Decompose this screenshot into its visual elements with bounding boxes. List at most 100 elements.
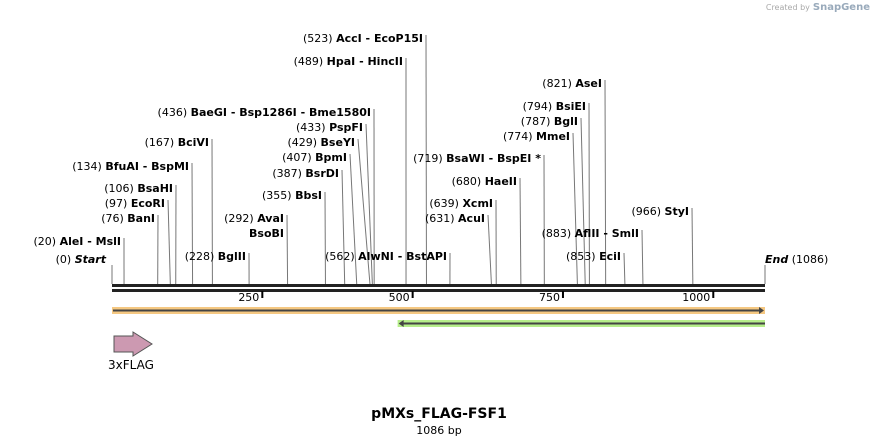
- enzyme-label: (639) XcmI: [429, 197, 493, 210]
- scale-tick-label: 1000: [682, 291, 710, 304]
- cut-site-line: [572, 132, 578, 285]
- enzyme-site: (97) EcoRI: [105, 197, 171, 285]
- enzyme-site: (429) BseYI: [287, 136, 371, 285]
- enzyme-position: (639): [429, 197, 462, 210]
- enzyme-label: (355) BbsI: [262, 189, 322, 202]
- enzyme-label: (719) BsaWI - BspEI *: [413, 152, 541, 165]
- enzyme-site: (794) BsiEI: [523, 100, 590, 285]
- enzyme-name: AlwNI: [358, 250, 394, 263]
- enzyme-label: (883) AflII - SmlI: [542, 227, 639, 240]
- enzyme-name: BglII: [218, 250, 246, 263]
- enzyme-label: (680) HaeII: [452, 175, 517, 188]
- enzyme-position: (429): [287, 136, 320, 149]
- enzyme-position: (134): [72, 160, 105, 173]
- enzyme-position: (631): [425, 212, 458, 225]
- enzyme-name: BsrDI: [305, 167, 339, 180]
- start-position: (0): [56, 253, 75, 266]
- cut-site-line: [286, 214, 289, 285]
- enzyme-label: (407) BpmI: [282, 151, 347, 164]
- enzyme-position: (966): [631, 205, 664, 218]
- enzyme-label: (228) BglII: [185, 250, 246, 263]
- dna-strand-bottom: [112, 289, 765, 292]
- scale-tick: [712, 291, 715, 298]
- enzyme-name: BseYI: [321, 136, 355, 149]
- arrowhead-left-icon: [398, 320, 404, 327]
- enzyme-label: (966) StyI: [631, 205, 689, 218]
- enzyme-site: (489) HpaI - HincII: [294, 55, 407, 285]
- enzyme-site: (966) StyI: [631, 205, 694, 285]
- arrowhead-right-icon: [759, 307, 764, 314]
- cut-site-line: [349, 153, 358, 285]
- enzyme-site: (387) BsrDI: [272, 167, 346, 285]
- enzyme-label: (292) AvaI: [224, 212, 284, 225]
- enzyme-label: (562) AlwNI - BstAPI: [325, 250, 447, 263]
- enzyme-position: (523): [303, 32, 336, 45]
- enzyme-site: (355) BbsI: [262, 189, 326, 285]
- enzyme-position: (106): [104, 182, 137, 195]
- cut-site-line: [519, 177, 522, 285]
- enzyme-name: HaeII: [485, 175, 517, 188]
- enzyme-label: (794) BsiEI: [523, 100, 586, 113]
- enzyme-site: (883) AflII - SmlI: [542, 227, 644, 285]
- enzyme-name: BsaHI: [137, 182, 173, 195]
- cut-site-line: [357, 138, 371, 285]
- enzyme-position: (883): [542, 227, 575, 240]
- cut-site-line: [691, 207, 694, 285]
- enzyme-name: AcuI: [458, 212, 485, 225]
- enzyme-site: (167) BciVI: [145, 136, 213, 285]
- scale-tick-label: 500: [389, 291, 410, 304]
- map-length: 1086 bp: [416, 424, 462, 437]
- enzyme-name: XcmI: [462, 197, 493, 210]
- enzyme-name: - HincII: [355, 55, 403, 68]
- scale-tick-label: 250: [238, 291, 259, 304]
- enzyme-label: (167) BciVI: [145, 136, 209, 149]
- enzyme-name: HpaI: [327, 55, 356, 68]
- enzyme-position: (436): [158, 106, 191, 119]
- enzyme-site: (853) EciI: [566, 250, 626, 285]
- enzyme-name: BciVI: [178, 136, 209, 149]
- enzyme-site: (76) BanI: [101, 212, 159, 285]
- enzyme-label: (436) BaeGI - Bsp1286I - Bme1580I: [158, 106, 371, 119]
- enzyme-label: (523) AccI - EcoP15I: [303, 32, 423, 45]
- cut-site-line: [623, 252, 626, 285]
- enzyme-position: (787): [521, 115, 554, 128]
- enzyme-position: (355): [262, 189, 295, 202]
- cut-site-line: [191, 162, 194, 285]
- enzyme-position: (20): [33, 235, 59, 248]
- scale-tick: [411, 291, 414, 298]
- enzyme-site: (106) BsaHI: [104, 182, 177, 285]
- enzyme-label: (821) AseI: [542, 77, 602, 90]
- enzyme-name: EciI: [599, 250, 621, 263]
- enzyme-position: (774): [503, 130, 536, 143]
- enzyme-site: (20) AleI - MslI: [33, 235, 125, 285]
- credit-prefix: Created by: [765, 3, 810, 12]
- enzyme-name: - BstAPI: [394, 250, 447, 263]
- cut-site-line: [341, 169, 346, 285]
- enzyme-label: (20) AleI - MslI: [33, 235, 121, 248]
- enzyme-name: - BspMI: [139, 160, 189, 173]
- enzyme-label: BsoBI: [249, 227, 284, 240]
- enzyme-name: - EcoP15I: [362, 32, 423, 45]
- enzyme-label: (429) BseYI: [287, 136, 355, 149]
- enzyme-name: BaeGI: [191, 106, 227, 119]
- end-label: End (1086): [765, 253, 828, 266]
- scale-tick-label: 750: [539, 291, 560, 304]
- enzyme-position: (167): [145, 136, 178, 149]
- enzyme-position: (292): [224, 212, 257, 225]
- enzyme-label: (433) PspFI: [296, 121, 363, 134]
- enzyme-name: AvaI: [257, 212, 284, 225]
- enzyme-label: (489) HpaI - HincII: [294, 55, 403, 68]
- cut-site-line: [580, 117, 586, 285]
- enzyme-site: (821) AseI: [542, 77, 607, 285]
- enzyme-name: BanI: [127, 212, 155, 225]
- enzyme-site: (228) BglII: [185, 250, 250, 285]
- snapgene-logo: SnapGene: [812, 2, 870, 13]
- enzyme-label: (97) EcoRI: [105, 197, 165, 210]
- cut-site-line: [641, 229, 644, 285]
- enzyme-site: (436) BaeGI - Bsp1286I - Bme1580I: [158, 106, 375, 285]
- snapgene-credit: Created by SnapGene: [766, 2, 870, 13]
- feature-label-3xflag: 3xFLAG: [108, 358, 154, 372]
- enzyme-position: (407): [282, 151, 315, 164]
- enzyme-label: (76) BanI: [101, 212, 155, 225]
